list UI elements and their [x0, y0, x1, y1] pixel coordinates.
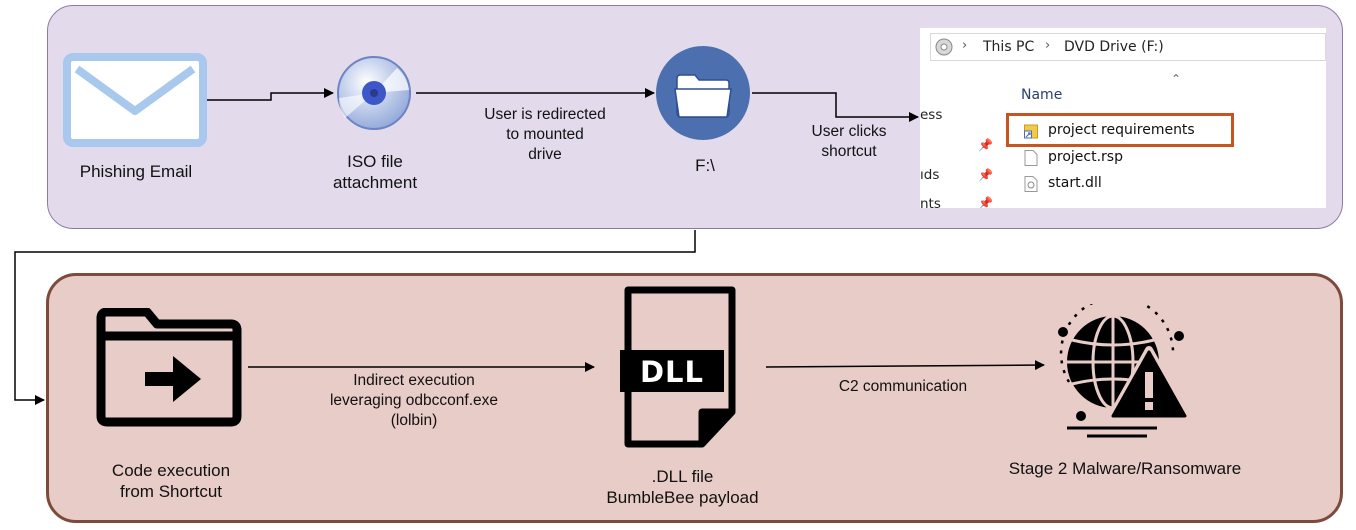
shortcut-file-icon	[1024, 124, 1038, 139]
indirect-execution-edge-label: Indirect execution leveraging odbcconf.e…	[329, 372, 499, 429]
document-file-icon	[1024, 150, 1038, 166]
edge-top-to-bottom	[14, 230, 696, 405]
file-name: project requirements	[1048, 122, 1195, 138]
phishing-email-label: Phishing Email	[79, 162, 193, 181]
address-bar[interactable]: › This PC › DVD Drive (F:)	[930, 33, 1326, 61]
pin-icon: 📌	[978, 138, 993, 152]
dll-small-file-icon	[1024, 176, 1038, 192]
pin-icon: 📌	[978, 196, 993, 208]
folder-icon	[656, 46, 750, 140]
cd-disc-icon	[337, 56, 411, 130]
chevron-right-icon: ›	[962, 38, 968, 53]
dll-badge-text: DLL	[639, 355, 705, 389]
breadcrumb-dvd-drive[interactable]: DVD Drive (F:)	[1064, 39, 1164, 55]
envelope-icon	[63, 53, 207, 147]
code-execution-label: Code execution from Shortcut	[111, 461, 231, 501]
stage2-malware-label: Stage 2 Malware/Ransomware	[1008, 459, 1242, 478]
column-header-name[interactable]: Name	[1021, 87, 1063, 103]
nav-pane-item[interactable]: ess	[920, 107, 943, 123]
shortcut-edge-label: User clicks shortcut	[811, 123, 887, 160]
folder-arrow-icon	[96, 308, 242, 427]
dll-file-icon	[620, 286, 736, 448]
edge-drive-to-explorer	[752, 92, 919, 122]
file-explorer-window: › This PC › DVD Drive (F:) ⌃ Name ess ıd…	[920, 28, 1326, 208]
shortcut-highlight-box	[1006, 113, 1234, 147]
c2-communication-edge-label: C2 communication	[838, 378, 968, 395]
edge-email-to-iso	[207, 88, 334, 101]
iso-file-label: ISO file attachment	[332, 152, 418, 192]
file-name: start.dll	[1048, 175, 1102, 191]
nav-pane-item[interactable]: nts	[920, 196, 941, 208]
dll-file-label: .DLL file BumbleBee payload	[606, 467, 759, 507]
nav-pane-item[interactable]: ıds	[920, 167, 940, 183]
file-name: project.rsp	[1048, 149, 1123, 165]
redirect-edge-label: User is redirected to mounted drive	[484, 106, 606, 163]
drive-label: F:\	[695, 156, 715, 175]
breadcrumb-this-pc[interactable]: This PC	[983, 39, 1035, 55]
edge-dll-to-stage2	[765, 360, 1045, 371]
pin-icon: 📌	[978, 168, 993, 182]
chevron-right-icon: ›	[1045, 38, 1051, 53]
sort-ascending-icon: ⌃	[1171, 72, 1182, 86]
globe-warning-icon	[1058, 304, 1191, 438]
dvd-drive-icon	[935, 38, 953, 56]
